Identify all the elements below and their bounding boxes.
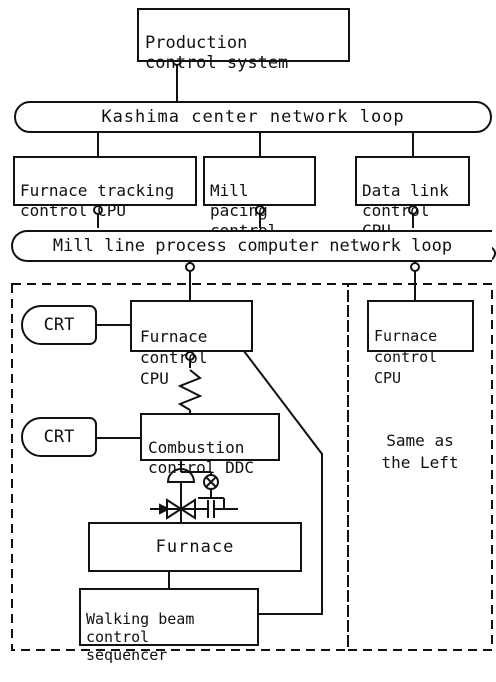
- same-as-left-label: Same as the Left: [381, 431, 459, 472]
- data-link-cpu-box: Data link control CPU: [355, 156, 470, 240]
- walking-beam-sequencer-box: Walking beam control sequencer: [79, 588, 259, 664]
- crt-bottom: CRT: [21, 417, 97, 457]
- kashima-center-network-loop-label: Kashima center network loop: [101, 107, 405, 127]
- crt-top-label: CRT: [43, 315, 75, 335]
- combustion-control-ddc-label: Combustion control DDC: [148, 438, 254, 477]
- mill-pacing-cpu-box: Mill pacing control CPU: [203, 156, 316, 260]
- same-as-left-note: Same as the Left: [360, 408, 480, 474]
- furnace-control-cpu-left-box: Furnace control CPU: [130, 300, 253, 388]
- combustion-control-ddc-box: Combustion control DDC: [140, 413, 280, 477]
- kashima-center-network-loop: Kashima center network loop: [14, 101, 492, 133]
- furnace-control-cpu-right-label: Furnace control CPU: [374, 327, 438, 387]
- furnace-control-cpu-right-box: Furnace control CPU: [367, 300, 474, 387]
- furnace-box: Furnace: [88, 522, 302, 572]
- connector-lines: [11, 56, 496, 651]
- furnace-control-cpu-left-label: Furnace control CPU: [140, 327, 208, 388]
- production-control-system-label: Production control system: [145, 33, 289, 73]
- walking-beam-sequencer-label: Walking beam control sequencer: [86, 610, 195, 664]
- mill-line-network-loop-label: Mill line process computer network loop: [52, 236, 453, 256]
- furnace-label: Furnace: [155, 537, 235, 557]
- mill-line-network-loop: Mill line process computer network loop: [11, 230, 492, 262]
- crt-top: CRT: [21, 305, 97, 345]
- production-control-system-box: Production control system: [137, 8, 350, 73]
- crt-bottom-label: CRT: [43, 427, 75, 447]
- furnace-tracking-cpu-box: Furnace tracking control CPU: [13, 156, 197, 220]
- furnace-tracking-cpu-label: Furnace tracking control CPU: [20, 181, 175, 220]
- control-system-diagram: Production control system Kashima center…: [11, 8, 496, 664]
